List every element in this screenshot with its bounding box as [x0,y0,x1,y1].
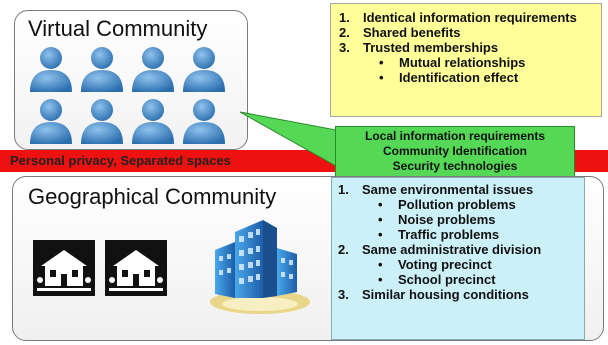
callout-pointer [239,111,337,167]
geographical-features-list: 1.Same environmental issues •Pollution p… [332,178,584,302]
person-icon [183,99,225,144]
list-item: 3.Similar housing conditions [338,287,529,302]
person-icon [132,99,174,144]
list-subitem: •Identification effect [379,70,519,85]
house-icon [105,240,167,296]
list-item: 1.Same environmental issues [338,182,534,197]
building-icon [210,220,310,314]
list-item: 2.Shared benefits [339,25,461,40]
list-item: 2.Same administrative division [338,242,542,257]
people-group [30,47,225,144]
list-subitem: •Pollution problems [378,197,516,212]
person-icon [81,47,123,92]
list-subitem: •Mutual relationships [379,55,526,70]
houses-group [33,240,167,296]
person-icon [132,47,174,92]
list-subitem: •Voting precinct [378,257,492,272]
house-icon [33,240,95,296]
geographical-community-title: Geographical Community [28,184,277,209]
virtual-features-box: 1.Identical information requirements 2.S… [330,3,602,117]
bridge-box: Local information requirements Community… [335,126,575,177]
list-subitem: •School precinct [378,272,496,287]
person-icon [183,47,225,92]
list-item: 1.Identical information requirements [339,10,577,25]
list-subitem: •Noise problems [378,212,496,227]
bridge-line: Local information requirements [364,129,546,143]
list-item: 3.Trusted memberships [339,40,499,55]
list-subitem: •Traffic problems [378,227,500,242]
virtual-community-title: Virtual Community [28,16,208,41]
bridge-line: Community Identification [383,144,527,158]
geographical-features-box: 1.Same environmental issues •Pollution p… [331,177,585,340]
virtual-features-list: 1.Identical information requirements 2.S… [331,4,601,85]
person-icon [30,47,72,92]
bridge-line: Security technologies [392,159,518,173]
person-icon [81,99,123,144]
privacy-separator-label: Personal privacy, Separated spaces [10,153,231,168]
person-icon [30,99,72,144]
